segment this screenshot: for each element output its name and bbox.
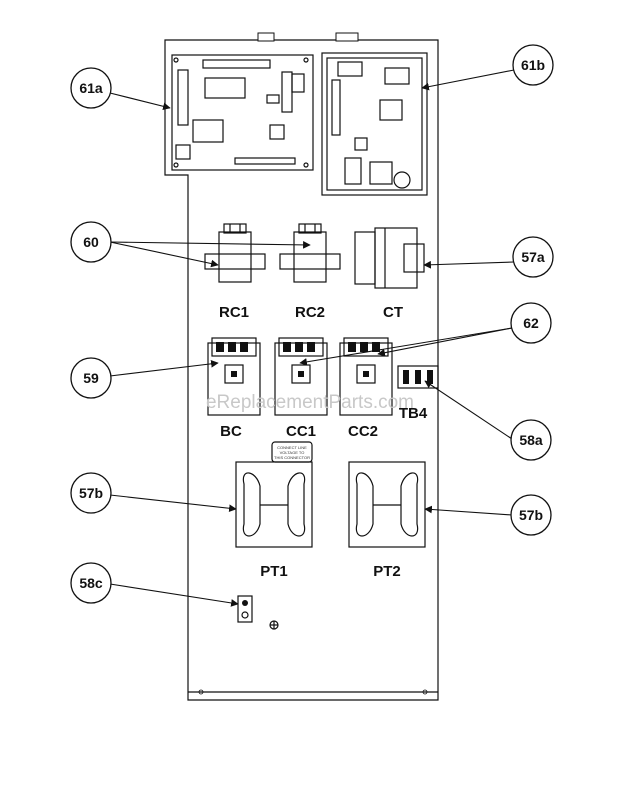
callout-61b: 61b: [512, 44, 554, 86]
leader-lines: [109, 69, 515, 607]
notice-line-1: CONNECT LINE: [277, 445, 307, 450]
contactor-cc2: [339, 337, 393, 416]
run-capacitor-rc1: [204, 223, 266, 283]
current-transformer-ct: [354, 227, 425, 289]
notice-line-3: THIS CONNECTOR: [274, 455, 310, 460]
svg-text:57b: 57b: [79, 485, 103, 501]
ground-terminal-58c: [237, 595, 279, 630]
power-transformer-pt2: [348, 461, 426, 548]
svg-text:58a: 58a: [519, 432, 543, 448]
svg-text:59: 59: [83, 370, 99, 386]
contactor-bc: [207, 337, 261, 416]
label-cc1: CC1: [286, 423, 316, 440]
callout-60: 60: [70, 221, 112, 263]
callout-61a: 61a: [70, 67, 112, 109]
label-bc: BC: [220, 423, 242, 440]
label-cc2: CC2: [348, 423, 378, 440]
svg-text:57a: 57a: [521, 249, 545, 265]
label-rc2: RC2: [295, 304, 325, 321]
control-board-61a: [171, 54, 314, 171]
label-rc1: RC1: [219, 304, 249, 321]
panel-outline: [164, 32, 439, 701]
label-pt1: PT1: [260, 563, 288, 580]
svg-text:57b: 57b: [519, 507, 543, 523]
label-pt2: PT2: [373, 563, 401, 580]
svg-text:62: 62: [523, 315, 539, 331]
svg-text:58c: 58c: [79, 575, 103, 591]
svg-text:61b: 61b: [521, 57, 545, 73]
callout-57b-left: 57b: [70, 472, 112, 514]
callout-59: 59: [70, 357, 112, 399]
power-transformer-pt1: [235, 461, 313, 548]
control-board-61b: [321, 52, 428, 196]
label-ct: CT: [383, 304, 403, 321]
notice-line-2: VOLTAGE TO: [280, 450, 305, 455]
callout-62: 62: [510, 302, 552, 344]
watermark: eReplacementParts.com: [206, 392, 414, 413]
svg-text:61a: 61a: [79, 80, 103, 96]
terminal-block-tb4: [397, 365, 439, 389]
notice-label: CONNECT LINE VOLTAGE TO THIS CONNECTOR: [271, 441, 313, 463]
contactor-cc1: [274, 337, 328, 416]
callout-58c: 58c: [70, 562, 112, 604]
svg-text:60: 60: [83, 234, 99, 250]
callout-57a: 57a: [512, 236, 554, 278]
callout-58a: 58a: [510, 419, 552, 461]
callout-57b-right: 57b: [510, 494, 552, 536]
run-capacitor-rc2: [279, 223, 341, 283]
label-tb4: TB4: [399, 405, 428, 422]
